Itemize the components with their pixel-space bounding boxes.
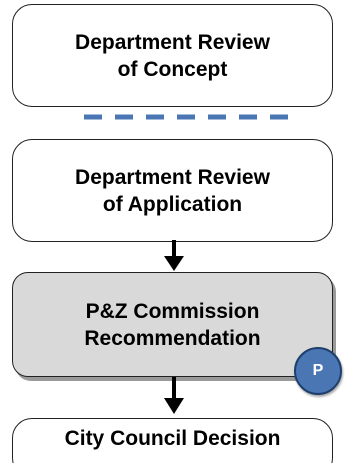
p-badge: P — [294, 347, 342, 395]
down-arrow-icon — [164, 240, 184, 271]
step-pz-commission-recommendation: P&Z Commission Recommendation — [12, 272, 333, 377]
step-city-council-decision: City Council Decision — [12, 418, 333, 463]
dashed-connector — [84, 114, 292, 120]
step-department-review-concept: Department Review of Concept — [12, 4, 333, 107]
down-arrow-icon — [164, 377, 184, 414]
step-department-review-application: Department Review of Application — [12, 139, 333, 242]
